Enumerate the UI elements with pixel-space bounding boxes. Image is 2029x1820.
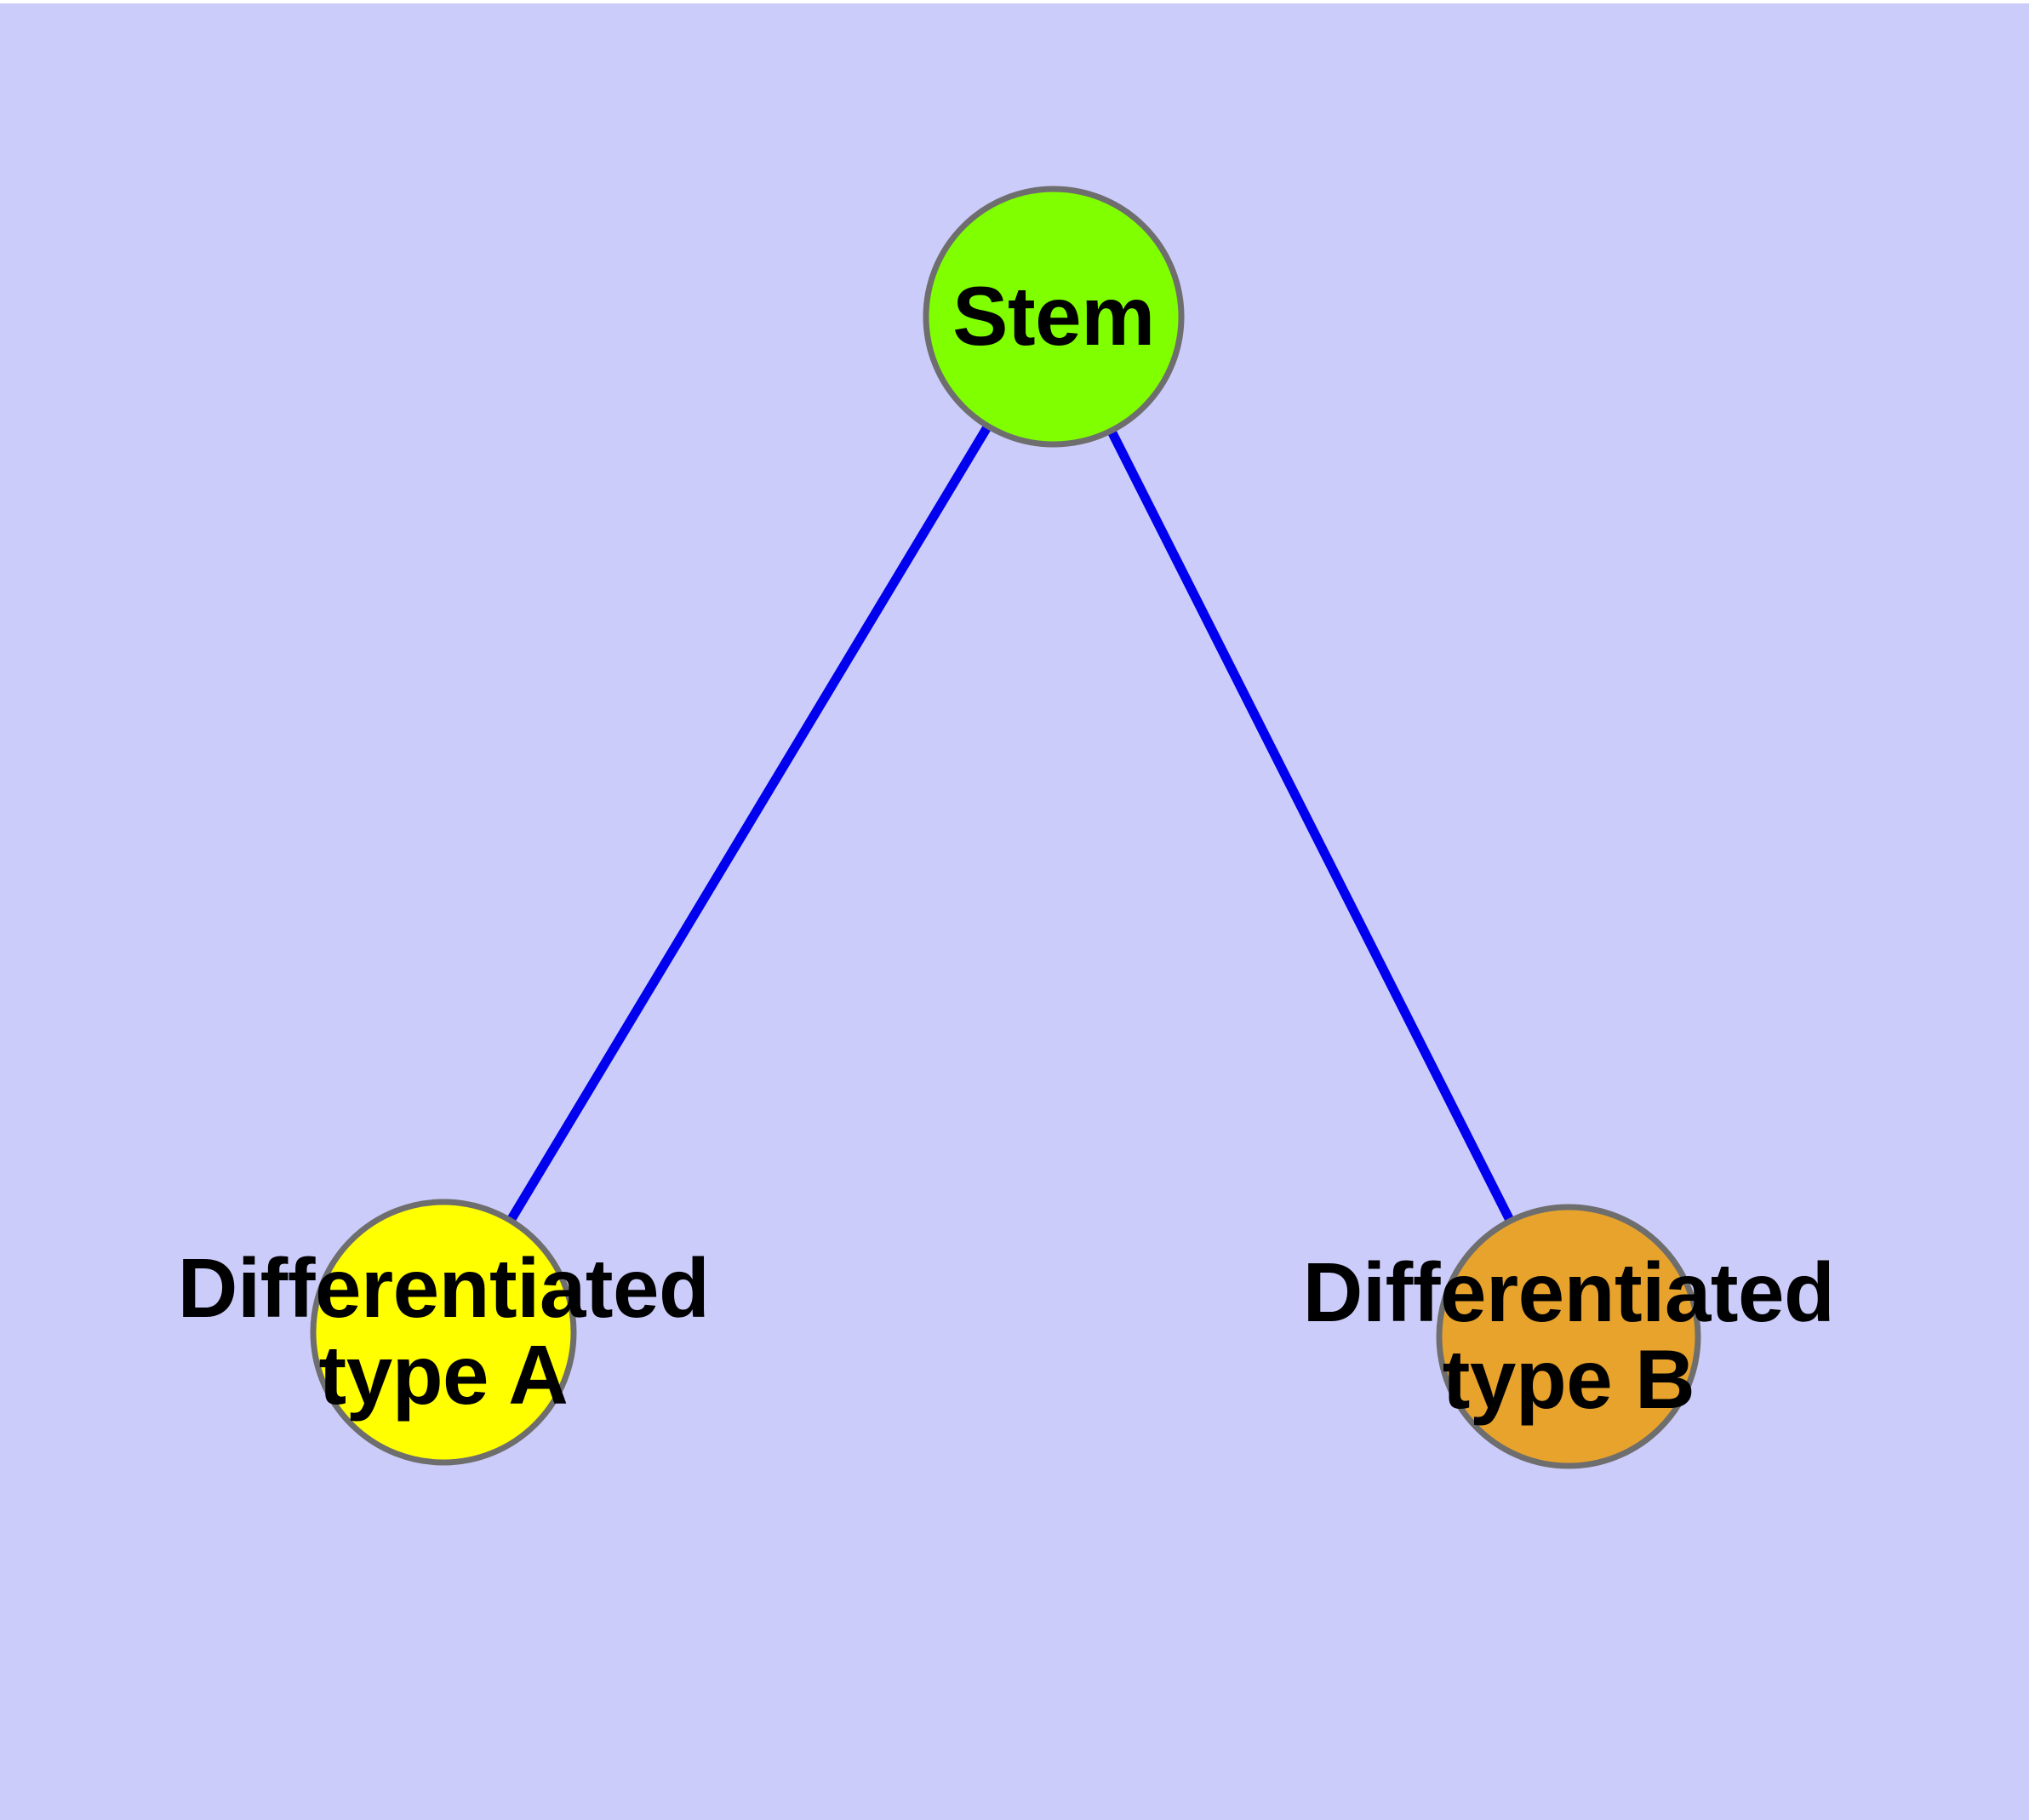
- node-layer: [310, 186, 1701, 1469]
- graph-edge: [506, 423, 992, 1223]
- edge-layer: [506, 423, 1515, 1223]
- graph-node-diff_a[interactable]: [310, 1199, 577, 1466]
- graph-node-stem[interactable]: [923, 186, 1185, 448]
- graph-node-diff_b[interactable]: [1436, 1204, 1701, 1469]
- graph-edge: [1106, 428, 1515, 1223]
